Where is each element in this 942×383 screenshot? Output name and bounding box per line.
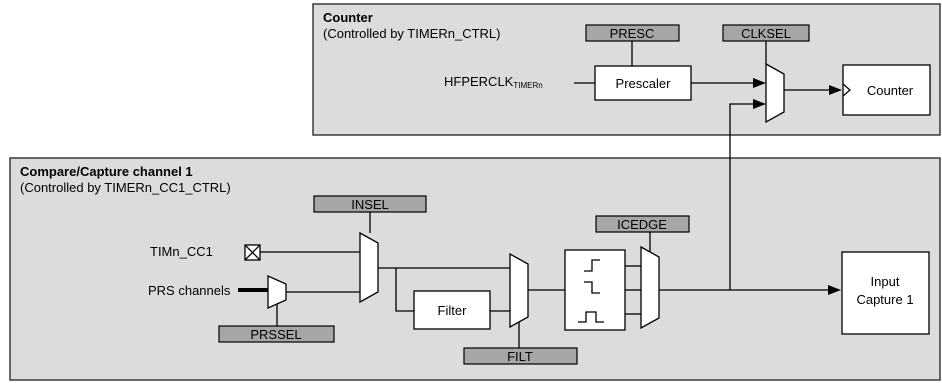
arrow-feedback-to-clksel	[753, 99, 766, 109]
icedge-register	[595, 215, 690, 233]
filter-label: Filter	[438, 303, 468, 318]
prssel-register	[218, 325, 335, 343]
insel-to-filter-wire	[395, 268, 414, 312]
both-edges-icon	[578, 311, 604, 323]
prs-label: PRS channels	[148, 283, 231, 298]
capture-panel-subtitle: (Controlled by TIMERn_CC1_CTRL)	[20, 180, 231, 195]
input-capture-block	[841, 251, 930, 335]
prssel-register-label: PRSSEL	[250, 327, 301, 342]
arrow-to-clksel-mux	[753, 78, 766, 88]
clock-sub-label: TIMERn	[513, 81, 542, 90]
filt-register-label: FILT	[507, 349, 533, 364]
insel-register-label: INSEL	[351, 197, 389, 212]
rising-edge-icon	[584, 259, 600, 272]
pin-icon-cross-b	[244, 244, 261, 261]
icedge-register-label: ICEDGE	[617, 217, 667, 232]
counter-block	[842, 64, 931, 116]
clksel-mux	[765, 62, 785, 124]
clock-main-label: HFPERCLK	[444, 74, 514, 89]
capture-to-clksel-wire	[729, 103, 756, 290]
filter-block	[413, 290, 491, 330]
counter-panel-title: Counter	[323, 10, 373, 25]
input-capture-label-line1: Input	[871, 274, 900, 289]
counter-label: Counter	[867, 83, 914, 98]
arrow-to-counter	[829, 85, 842, 95]
counter-clock-input-icon	[842, 83, 851, 97]
capture-panel	[9, 157, 941, 381]
edge-detector-block	[564, 249, 626, 331]
clock-input-label: HFPERCLKTIMERn	[444, 74, 543, 90]
counter-panel-subtitle: (Controlled by TIMERn_CTRL)	[323, 26, 500, 41]
input-capture-label-line2: Capture 1	[856, 292, 913, 307]
filt-mux	[509, 252, 529, 329]
presc-register-label: PRESC	[610, 26, 655, 41]
icedge-mux	[640, 245, 660, 330]
falling-edge-icon	[584, 281, 600, 294]
clksel-register-label: CLKSEL	[741, 26, 791, 41]
insel-mux	[359, 231, 379, 304]
prssel-mux	[267, 274, 287, 310]
filt-register	[463, 347, 578, 365]
prescaler-label: Prescaler	[616, 76, 672, 91]
arrow-to-input-capture	[828, 285, 841, 295]
capture-panel-title: Compare/Capture channel 1	[20, 164, 193, 179]
pin-label: TIMn_CC1	[150, 244, 213, 259]
